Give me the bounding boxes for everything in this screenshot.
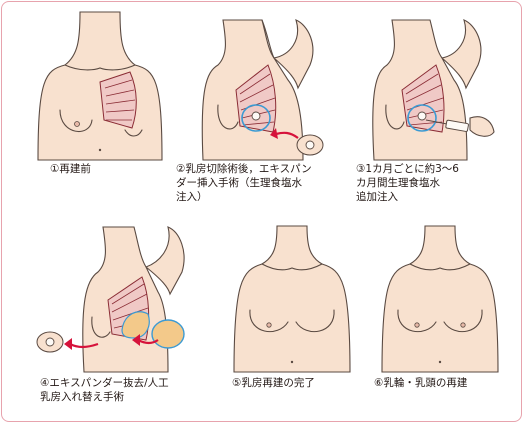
step-3-caption: ③1カ月ごとに約3〜6 カ月間生理食塩水 追加注入: [356, 163, 459, 203]
step-6-illustration: [381, 225, 499, 373]
step-6-caption: ⑥乳輪・乳頭の再建: [374, 377, 468, 389]
step-4-illustration: [36, 226, 185, 373]
step-2-panel: ②乳房切除術後，エキスパン ダー挿入手術（生理食塩水 注入）: [176, 10, 346, 210]
remove-arrow: [69, 342, 99, 349]
step-1-illustration: [37, 11, 163, 161]
syringe-icon: [425, 116, 495, 137]
insert-arrow: [275, 131, 299, 139]
step-4-panel: ④エキスパンダー抜去/人工 乳房入れ替え手術: [18, 222, 198, 422]
step-2-illustration: [201, 19, 324, 161]
step-4-caption: ④エキスパンダー抜去/人工 乳房入れ替え手術: [40, 377, 169, 403]
expander-outline: [241, 104, 271, 132]
step-5-illustration: [233, 225, 351, 373]
step-5-panel: ⑤乳房再建の完了: [222, 222, 362, 402]
step-3-illustration: [372, 19, 495, 161]
step-6-panel: ⑥乳輪・乳頭の再建: [370, 222, 510, 402]
step-3-panel: ③1カ月ごとに約3〜6 カ月間生理食塩水 追加注入: [352, 10, 517, 220]
step-2-caption: ②乳房切除術後，エキスパン ダー挿入手術（生理食塩水 注入）: [176, 163, 312, 203]
step-1-caption: ①再建前: [50, 163, 91, 175]
step-5-caption: ⑤乳房再建の完了: [232, 377, 315, 389]
implant-device: [151, 319, 185, 349]
step-1-panel: ①再建前: [20, 10, 180, 195]
